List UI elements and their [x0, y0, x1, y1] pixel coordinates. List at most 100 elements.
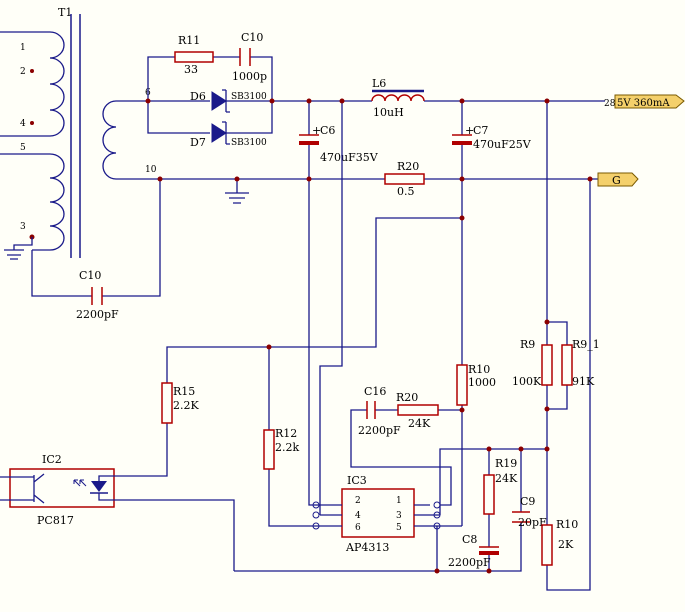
ic3-body	[341, 488, 415, 538]
ic3-leads	[320, 504, 462, 527]
resistor-r20-sense	[384, 173, 425, 185]
c7-ref: C7	[473, 124, 488, 137]
snubber-network: R11 33 C10 1000p	[147, 31, 273, 134]
resistor-r10a-group: R10 1000	[456, 363, 496, 406]
secondary-winding	[102, 100, 160, 180]
r20-sense-value: 0.5	[397, 185, 415, 198]
d6-part: SB3100	[231, 92, 267, 102]
c10-y-ref: C10	[79, 269, 101, 282]
t1-label: T1	[58, 6, 72, 19]
r10a-value: 1000	[468, 376, 496, 389]
pin-marker	[312, 522, 320, 530]
junction-dot	[544, 319, 550, 325]
junction-dot	[459, 176, 465, 182]
r10a-ref: R10	[468, 363, 490, 376]
l6-ref: L6	[372, 77, 386, 90]
polarity-dot	[30, 121, 34, 125]
capacitor-c7-group: + C7 470uF25V	[452, 101, 532, 410]
r19-ref: R19	[495, 457, 517, 470]
r15-value: 2.2K	[173, 399, 199, 412]
capacitor-c6	[299, 141, 319, 145]
d6-ref: D6	[190, 90, 206, 103]
ic2-ref: IC2	[42, 453, 62, 466]
c7-polarity: +	[465, 124, 474, 137]
c9-ref: C9	[520, 495, 535, 508]
pin-label: 5	[20, 143, 26, 153]
wire	[147, 56, 273, 134]
c8-value: 2200pF	[448, 556, 491, 569]
r10b-ref: R10	[556, 518, 578, 531]
r10b-value: 2K	[558, 538, 574, 551]
capacitor-c16	[366, 401, 376, 419]
junction-dot	[459, 215, 465, 221]
c8-ref: C8	[462, 533, 477, 546]
resistor-r9-1	[561, 344, 573, 386]
light-arrows-icon	[73, 479, 87, 487]
r19-value: 24K	[495, 472, 518, 485]
junction-dot	[518, 446, 524, 452]
junction-dot	[459, 407, 465, 413]
junction-dot	[339, 98, 345, 104]
r9-value: 100K	[512, 375, 542, 388]
wire	[98, 475, 114, 501]
output-port: 28 5V 360mA	[604, 94, 685, 109]
junction-dot	[587, 176, 593, 182]
pin-label: 4	[20, 119, 26, 129]
wire	[547, 321, 568, 410]
c6-ref: C6	[320, 124, 335, 137]
junction-dot	[306, 98, 312, 104]
resistor-r15-group: R15 2.2K	[114, 217, 462, 477]
c9-value: 20pF	[518, 516, 547, 529]
r12-value: 2.2k	[275, 441, 299, 454]
junction-dot	[269, 98, 275, 104]
junction-dot	[459, 98, 465, 104]
wire	[31, 179, 161, 297]
junction-dot	[234, 176, 240, 182]
junction-dot	[486, 446, 492, 452]
inductor-l6	[371, 94, 425, 102]
resistor-r9	[541, 344, 553, 386]
ic3-ref: IC3	[347, 474, 367, 487]
phototransistor-icon	[33, 473, 45, 504]
ground-port: G	[597, 172, 639, 187]
junction-dot	[486, 568, 492, 574]
junction-dot	[434, 568, 440, 574]
pin-label: 10	[145, 165, 157, 175]
junction-dot	[266, 344, 272, 350]
diode-d7-cathode	[222, 121, 230, 145]
diode-d6-cathode	[222, 89, 230, 113]
transformer-t1: T1 1 2 4 5 3 6 10	[0, 6, 160, 260]
resistor-r12-group: R12 2.2k	[263, 347, 320, 527]
ic3-pin: 2	[355, 496, 361, 506]
junctions	[145, 98, 593, 574]
resistor-r19	[483, 474, 495, 515]
junction-dot	[544, 98, 550, 104]
resistor-r20-feedback	[397, 404, 439, 416]
c16-r20-group: C16 2200pF R20 24K	[358, 385, 439, 437]
controller-ic3: IC3 AP4313 2 4 6 1 3 5	[312, 474, 462, 554]
c6-polarity: +	[312, 124, 321, 137]
capacitor-c9	[512, 511, 530, 523]
c6-value: 470uF35V	[320, 151, 379, 164]
output-port-prefix: 28	[604, 99, 616, 109]
c10-snubber-value: 1000p	[232, 70, 267, 83]
pin-label: 3	[20, 222, 26, 232]
pin-marker	[312, 511, 320, 519]
wire	[268, 347, 320, 527]
wire	[0, 476, 34, 501]
led-icon	[91, 481, 107, 492]
wire	[148, 100, 273, 134]
primary-winding-top	[0, 31, 65, 137]
wire	[319, 101, 343, 515]
r20-fb-ref: R20	[396, 391, 418, 404]
ic3-pin: 4	[355, 511, 361, 521]
resistor-r12	[263, 429, 275, 470]
ic2-body	[9, 468, 115, 508]
d7-ref: D7	[190, 136, 206, 149]
resistor-r15	[161, 382, 173, 424]
ic3-pin: 1	[396, 496, 402, 506]
output-port-flag	[614, 94, 685, 109]
r20-sense-ref: R20	[397, 160, 419, 173]
